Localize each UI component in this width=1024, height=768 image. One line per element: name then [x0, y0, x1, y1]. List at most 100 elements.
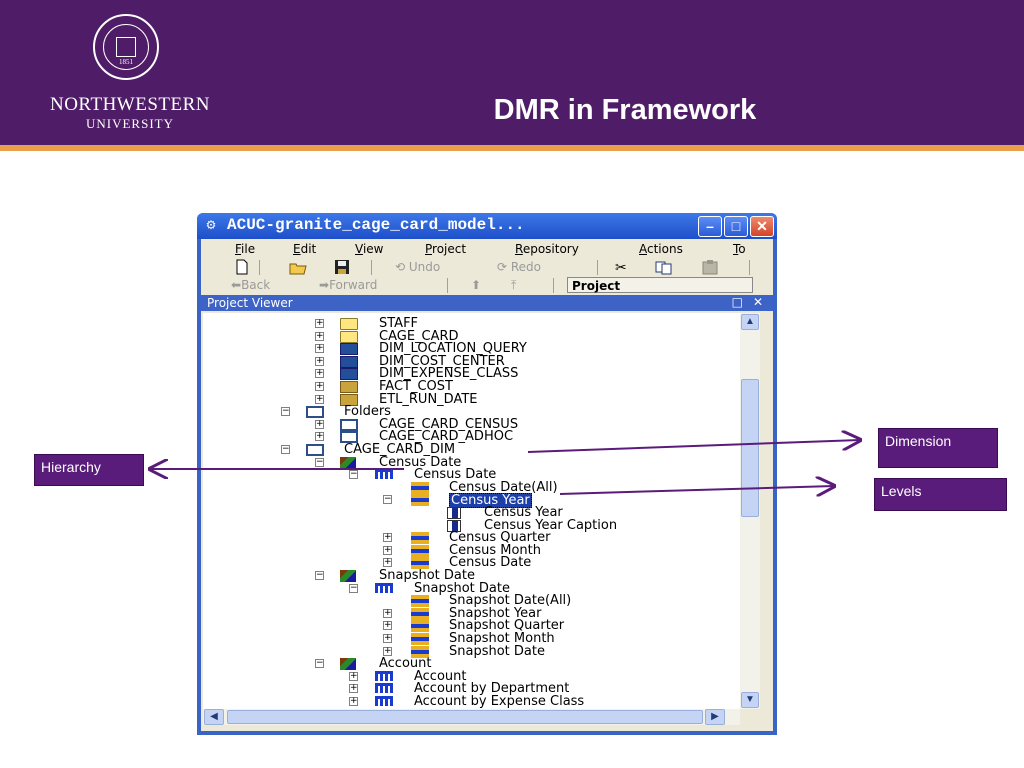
tree-node[interactable]: +Snapshot Date	[203, 645, 740, 658]
tree-node-label: Snapshot Date(All)	[449, 593, 572, 609]
expand-icon[interactable]: +	[383, 607, 392, 618]
undo-button[interactable]: ⟲ Undo	[395, 260, 441, 274]
tree-node[interactable]: +Census Date	[203, 556, 740, 570]
tree-node[interactable]: +Census Quarter	[203, 531, 740, 545]
save-icon[interactable]	[333, 259, 351, 275]
minimize-button[interactable]: –	[698, 216, 722, 237]
up-arrow-icon[interactable]: ⬆	[471, 278, 482, 292]
new-icon[interactable]	[233, 259, 251, 275]
scroll-right-icon[interactable]: ▶	[705, 709, 725, 725]
menu-repository[interactable]: Repository	[515, 242, 579, 256]
menu-actions[interactable]: Actions	[639, 242, 683, 256]
tree-node[interactable]: +ETL_RUN_DATE	[203, 393, 740, 406]
expand-icon[interactable]: +	[383, 620, 392, 631]
tree-node[interactable]: +DIM_EXPENSE_CLASS	[203, 367, 740, 381]
close-button[interactable]: ✕	[750, 216, 774, 237]
tree-node[interactable]: +CAGE_CARD_ADHOC	[203, 430, 740, 444]
pane-close-icon[interactable]: ✕	[752, 295, 763, 309]
expand-icon[interactable]: +	[315, 318, 324, 328]
horizontal-scrollbar[interactable]: ◀ ▶	[203, 709, 740, 725]
expand-icon[interactable]: +	[315, 393, 324, 404]
menu-edit[interactable]: Edit	[293, 242, 317, 256]
table-icon	[340, 355, 358, 368]
tree-node[interactable]: +Account	[203, 670, 740, 683]
collapse-icon[interactable]: −	[349, 582, 358, 593]
collapse-icon[interactable]: −	[315, 658, 324, 669]
paste-icon[interactable]	[701, 259, 719, 275]
expand-icon[interactable]: +	[383, 544, 392, 555]
forward-button[interactable]: ➡Forward	[319, 278, 378, 292]
window-titlebar[interactable]: ⚙ ACUC-granite_cage_card_model... – □ ✕	[197, 213, 777, 239]
tree-node[interactable]: +Account by Department	[203, 682, 740, 695]
tree-node[interactable]: +Snapshot Month	[203, 632, 740, 645]
level-icon	[411, 532, 429, 545]
menu-to[interactable]: To	[733, 242, 746, 256]
tree-node[interactable]: −Census Date	[203, 468, 740, 481]
back-button[interactable]: ⬅Back	[231, 278, 271, 292]
vertical-scrollbar[interactable]: ▲ ▼	[740, 313, 760, 709]
project-location-field[interactable]: Project	[567, 277, 753, 293]
tree-node[interactable]: −Snapshot Date	[203, 569, 740, 582]
expand-icon[interactable]: +	[315, 431, 324, 442]
tree-node[interactable]: Census Year	[203, 506, 740, 519]
redo-button[interactable]: ⟳ Redo	[497, 260, 542, 274]
collapse-icon[interactable]: −	[315, 456, 324, 467]
expand-icon[interactable]: +	[315, 330, 324, 341]
tree-node[interactable]: Census Year Caption	[203, 519, 740, 532]
expand-icon[interactable]: +	[383, 645, 392, 656]
collapse-icon[interactable]: −	[383, 494, 392, 505]
tree-node[interactable]: Census Date(All)	[203, 481, 740, 494]
expand-icon[interactable]: +	[349, 696, 358, 706]
collapse-icon[interactable]: −	[281, 406, 290, 417]
expand-icon[interactable]: +	[315, 381, 324, 391]
tree-node[interactable]: +Snapshot Quarter	[203, 619, 740, 633]
expand-icon[interactable]: +	[315, 355, 324, 366]
tree-node[interactable]: +CAGE_CARD	[203, 330, 740, 343]
forward-arrow-icon: ➡	[319, 278, 330, 292]
tree-node[interactable]: + FACT_COST	[203, 380, 740, 393]
top-arrow-icon[interactable]: ⤒	[511, 278, 517, 292]
menu-view[interactable]: View	[355, 242, 384, 256]
tree-node-label: Folders	[344, 404, 391, 420]
expand-icon[interactable]: +	[383, 557, 392, 568]
collapse-icon[interactable]: −	[281, 444, 290, 454]
tree-node[interactable]: +STAFF	[203, 317, 740, 330]
copy-icon[interactable]	[655, 259, 673, 275]
collapse-icon[interactable]: −	[349, 469, 358, 480]
tree-node[interactable]: −Snapshot Date	[203, 582, 740, 595]
collapse-icon[interactable]: −	[315, 570, 324, 580]
scroll-up-icon[interactable]: ▲	[741, 314, 759, 330]
cut-icon[interactable]: ✂	[615, 260, 627, 276]
tree-node[interactable]: +DIM_COST_CENTER	[203, 355, 740, 368]
tree-node[interactable]: +CAGE_CARD_CENSUS	[203, 418, 740, 431]
pane-maximize-icon[interactable]: □	[731, 295, 743, 309]
expand-icon[interactable]: +	[349, 683, 358, 694]
tree-node-label: FACT_COST	[379, 379, 453, 394]
expand-icon[interactable]: +	[383, 633, 392, 643]
expand-icon[interactable]: +	[349, 670, 358, 681]
tree-node[interactable]: +Snapshot Year	[203, 607, 740, 620]
menu-project[interactable]: Project	[425, 242, 467, 256]
expand-icon[interactable]: +	[383, 532, 392, 543]
open-icon[interactable]	[289, 259, 307, 275]
tree-node[interactable]: −Census Date	[203, 456, 740, 469]
tree-node[interactable]: +Census Month	[203, 544, 740, 557]
tree-node[interactable]: +DIM_LOCATION_QUERY	[203, 342, 740, 356]
tree-node[interactable]: −Census Year	[203, 493, 740, 509]
vertical-scroll-thumb[interactable]	[741, 379, 759, 517]
maximize-button[interactable]: □	[724, 216, 748, 237]
horizontal-scroll-thumb[interactable]	[227, 710, 703, 724]
scroll-left-icon[interactable]: ◀	[204, 709, 224, 725]
expand-icon[interactable]: +	[315, 418, 324, 429]
tree-node[interactable]: −Account	[203, 657, 740, 671]
scroll-down-icon[interactable]: ▼	[741, 692, 759, 708]
tree-node[interactable]: +Account by Expense Class	[203, 695, 740, 708]
tree-node-label: CAGE_CARD_DIM	[344, 442, 456, 457]
expand-icon[interactable]: +	[315, 343, 324, 354]
expand-icon[interactable]: +	[315, 368, 324, 379]
tree-node[interactable]: − CAGE_CARD_DIM	[203, 443, 740, 456]
tree-node[interactable]: Snapshot Date(All)	[203, 593, 740, 609]
tree-node[interactable]: − Folders	[203, 404, 740, 420]
menu-file[interactable]: File	[235, 242, 256, 256]
toolbar-navigation: ⬅Back ➡Forward ⬆ ⤒ Project	[201, 276, 773, 295]
